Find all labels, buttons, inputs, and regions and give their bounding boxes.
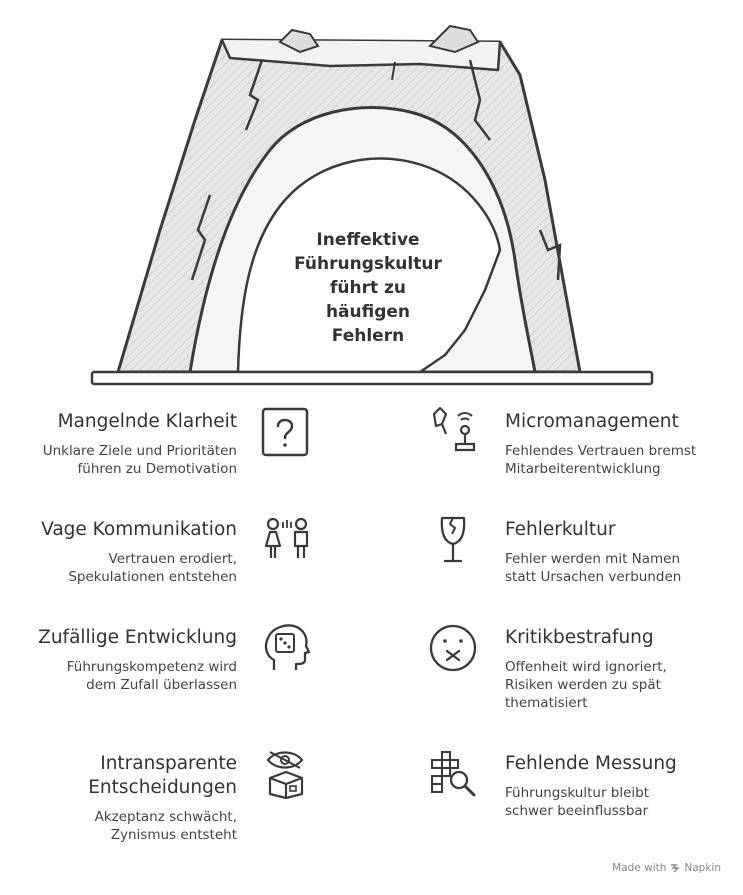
crack-1 — [244, 59, 264, 131]
item-desc-line: schwer beeinflussbar — [505, 803, 649, 819]
item-description: Führungskompetenz wird dem Zufall überla… — [1, 658, 237, 694]
item-desc-line: Fehler werden mit Namen — [505, 551, 681, 567]
item-title-line: Intransparente — [100, 753, 237, 774]
central-line: Führungskultur — [294, 254, 442, 274]
item-intransparente-entscheidungen: Intransparente Entscheidungen Akzeptanz … — [1, 752, 237, 844]
item-desc-line: Führungskompetenz wird — [66, 659, 237, 675]
item-desc-line: Führungskultur bleibt — [505, 785, 650, 801]
eye-box-icon — [266, 751, 304, 800]
item-desc-line: Offenheit wird ignoriert, — [505, 659, 667, 675]
pebble-left — [278, 28, 320, 54]
item-description: Führungskultur bleibt schwer beeinflussb… — [505, 784, 741, 820]
made-with-napkin-footer[interactable]: Made with Napkin — [612, 862, 721, 874]
item-title-line: Fehlerkultur — [505, 519, 616, 540]
broken-glass-icon — [440, 516, 466, 563]
item-title: Kritikbestrafung — [505, 626, 741, 650]
cave-rock-illustration — [90, 24, 654, 386]
item-description: Offenheit wird ignoriert, Risiken werden… — [505, 658, 741, 712]
item-desc-line: Akzeptanz schwächt, — [94, 809, 237, 825]
item-mangelnde-klarheit: Mangelnde Klarheit Unklare Ziele und Pri… — [1, 410, 237, 478]
item-title: Mangelnde Klarheit — [1, 410, 237, 434]
central-line: Ineffektive — [316, 230, 420, 250]
central-statement: Ineffektive Führungskultur führt zu häuf… — [268, 228, 468, 348]
item-desc-line: Risiken werden zu spät — [505, 677, 661, 693]
made-with-label: Made with — [612, 862, 667, 874]
item-description: Akzeptanz schwächt, Zynismus entsteht — [1, 808, 237, 844]
item-desc-line: Zynismus entsteht — [110, 827, 237, 843]
item-kritikbestrafung: Kritikbestrafung Offenheit wird ignorier… — [505, 626, 741, 712]
item-title-line: Kritikbestrafung — [505, 627, 654, 648]
item-title: Intransparente Entscheidungen — [1, 752, 237, 800]
central-line: führt zu — [329, 278, 407, 298]
crack-5 — [391, 61, 396, 81]
item-title: Vage Kommunikation — [1, 518, 237, 542]
item-title: Fehlerkultur — [505, 518, 741, 542]
item-title: Micromanagement — [505, 410, 741, 434]
napkin-logo-icon — [671, 864, 681, 873]
item-title: Zufällige Entwicklung — [1, 626, 237, 650]
item-title-line: Vage Kommunikation — [41, 519, 237, 540]
item-micromanagement: Micromanagement Fehlendes Vertrauen brem… — [505, 410, 741, 478]
item-fehlende-messung: Fehlende Messung Führungskultur bleibt s… — [505, 752, 741, 820]
central-line: Fehlern — [331, 326, 405, 346]
item-title-line: Fehlende Messung — [505, 753, 677, 774]
pebble-right — [428, 24, 480, 54]
item-desc-line: Spekulationen entstehen — [68, 569, 237, 585]
item-fehlerkultur: Fehlerkultur Fehler werden mit Namen sta… — [505, 518, 741, 586]
crack-3 — [190, 194, 212, 281]
silenced-face-icon — [429, 624, 477, 672]
item-title-line: Mangelnde Klarheit — [57, 411, 237, 432]
item-description: Fehler werden mit Namen statt Ursachen v… — [505, 550, 741, 586]
robot-arm-joystick-icon — [432, 406, 476, 452]
item-desc-line: Unklare Ziele und Prioritäten — [42, 443, 237, 459]
item-description: Vertrauen erodiert, Spekulationen entste… — [1, 550, 237, 586]
item-description: Unklare Ziele und Prioritäten führen zu … — [1, 442, 237, 478]
crossword-magnifier-icon — [431, 751, 476, 797]
question-box-icon — [261, 407, 309, 457]
item-vage-kommunikation: Vage Kommunikation Vertrauen erodiert, S… — [1, 518, 237, 586]
item-title-line: Entscheidungen — [88, 777, 237, 798]
item-desc-line: thematisiert — [505, 695, 588, 711]
item-title-line: Micromanagement — [505, 411, 679, 432]
ground-line — [90, 370, 654, 386]
item-zufaellige-entwicklung: Zufällige Entwicklung Führungskompetenz … — [1, 626, 237, 694]
item-desc-line: Vertrauen erodiert, — [108, 551, 237, 567]
item-title: Fehlende Messung — [505, 752, 741, 776]
crack-4 — [538, 229, 562, 281]
head-dice-icon — [264, 624, 311, 670]
central-line: häufigen — [325, 302, 411, 322]
crack-2 — [468, 59, 491, 141]
item-description: Fehlendes Vertrauen bremst Mitarbeiteren… — [505, 442, 741, 478]
item-title-line: Zufällige Entwicklung — [38, 627, 237, 648]
item-desc-line: dem Zufall überlassen — [86, 677, 237, 693]
item-desc-line: Fehlendes Vertrauen bremst — [505, 443, 697, 459]
talking-people-icon — [264, 517, 309, 558]
cave-inner — [236, 157, 502, 374]
item-desc-line: Mitarbeiterentwicklung — [505, 461, 661, 477]
item-desc-line: statt Ursachen verbunden — [505, 569, 682, 585]
napkin-brand: Napkin — [684, 862, 721, 874]
item-desc-line: führen zu Demotivation — [77, 461, 237, 477]
